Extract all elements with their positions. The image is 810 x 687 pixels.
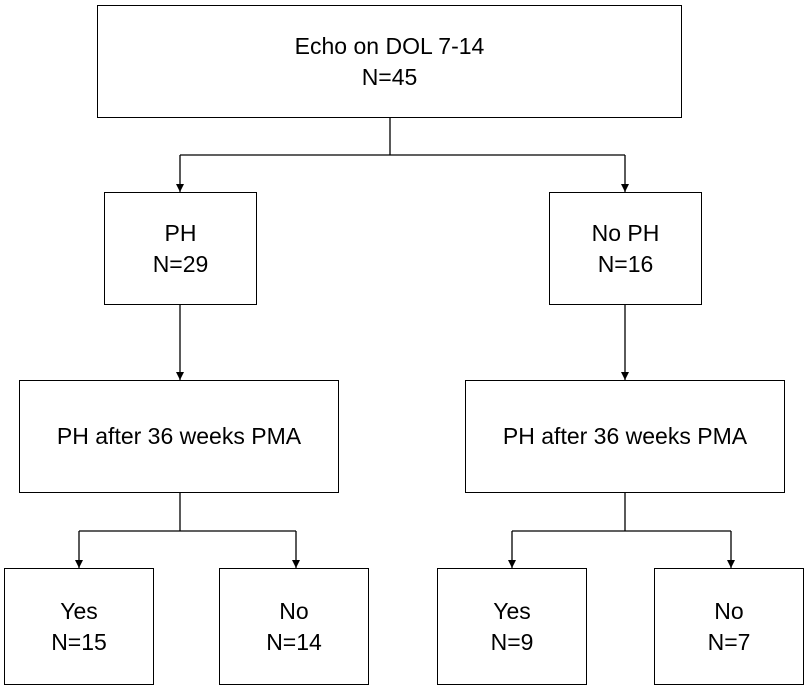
right-yes-title: Yes — [493, 597, 531, 624]
ph-count: N=29 — [152, 250, 209, 277]
root-title: Echo on DOL 7-14 — [294, 32, 485, 59]
left-no-node: No N=14 — [219, 568, 369, 685]
left-yes-title: Yes — [60, 597, 98, 624]
right-no-title: No — [714, 597, 744, 624]
left-yes-node: Yes N=15 — [4, 568, 154, 685]
no-ph-node: No PH N=16 — [549, 192, 702, 305]
left-followup-node: PH after 36 weeks PMA — [19, 380, 339, 493]
right-no-count: N=7 — [707, 628, 751, 655]
root-count: N=45 — [361, 63, 418, 90]
right-split-line — [512, 493, 731, 532]
no-ph-count: N=16 — [597, 250, 654, 277]
left-no-title: No — [279, 597, 309, 624]
right-followup-node: PH after 36 weeks PMA — [465, 380, 785, 493]
left-split-line — [79, 493, 296, 532]
right-yes-node: Yes N=9 — [437, 568, 587, 685]
ph-node: PH N=29 — [104, 192, 257, 305]
root-node: Echo on DOL 7-14 N=45 — [97, 5, 682, 118]
no-ph-title: No PH — [591, 219, 660, 246]
left-yes-count: N=15 — [51, 628, 107, 655]
ph-title: PH — [164, 219, 197, 246]
left-followup-label: PH after 36 weeks PMA — [56, 423, 302, 449]
right-no-node: No N=7 — [654, 568, 804, 685]
root-split-line — [180, 118, 625, 156]
left-no-count: N=14 — [266, 628, 322, 655]
right-followup-label: PH after 36 weeks PMA — [502, 423, 748, 449]
right-yes-count: N=9 — [490, 628, 534, 655]
